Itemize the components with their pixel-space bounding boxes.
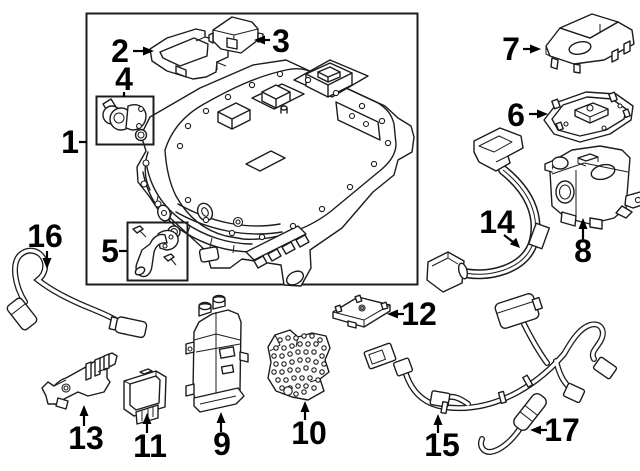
callout-4: 4 [115,61,133,97]
callout-8-label: 8 [574,233,592,269]
callout-2: 2 [111,33,154,69]
drive-unit-assembly-drawing [136,59,415,287]
sensor-kit-part-4 [95,95,155,146]
assembly-group-box [85,12,419,286]
callout-10: 10 [291,401,327,451]
filler-pipe-part-5 [126,221,189,282]
perforation-holes [271,333,327,397]
battery-cable-part-14 [426,127,551,293]
callout-15-label: 15 [424,427,460,463]
callout-12-label: 12 [401,296,437,332]
callout-9: 9 [213,412,231,462]
cable-14-top-connector [473,127,524,172]
callout-4-label: 4 [115,61,133,97]
wiring-harness-part-15 [363,293,618,415]
cable-14-end-connector [426,251,469,293]
module-plate-part-6 [543,91,634,143]
cover-part-7 [545,13,635,74]
callout-13: 13 [68,405,104,456]
callout-6: 6 [507,97,548,133]
callout-3-label: 3 [272,23,290,59]
callout-11: 11 [133,413,167,464]
bolt-holes [176,70,392,241]
callout-6-label: 6 [507,97,525,133]
callouts: 1 2 3 4 5 6 7 8 [27,23,592,464]
callout-15: 15 [424,414,460,463]
callout-14-label: 14 [479,204,515,240]
control-module-part-3 [208,16,264,54]
pump-module-part-9 [185,294,249,413]
callout-10-label: 10 [291,415,327,451]
control-unit-part-8 [544,145,640,230]
callout-7: 7 [502,31,541,67]
callout-17-label: 17 [544,412,580,448]
callout-7-label: 7 [502,31,520,67]
callout-2-label: 2 [111,33,129,69]
callout-5: 5 [101,233,127,269]
callout-16-label: 16 [27,218,63,254]
callout-17: 17 [530,412,580,448]
callout-9-label: 9 [213,426,231,462]
callout-16: 16 [27,218,63,269]
control-module-part-11 [123,368,167,425]
callout-3: 3 [254,23,290,59]
callout-8: 8 [574,218,592,269]
module-part-12 [332,294,391,329]
callout-1: 1 [61,124,87,160]
cable-part-16 [6,247,148,339]
callout-14: 14 [479,204,520,248]
callout-1-label: 1 [61,124,79,160]
callout-5-label: 5 [101,233,119,269]
callout-12: 12 [387,296,437,332]
callout-13-label: 13 [68,420,104,456]
mounting-bracket-part-2 [149,28,229,80]
heat-shield-part-10 [267,329,331,401]
sensor-cable-part-17 [478,393,547,456]
callout-11-label: 11 [133,428,167,464]
bracket-part-13 [41,352,118,410]
